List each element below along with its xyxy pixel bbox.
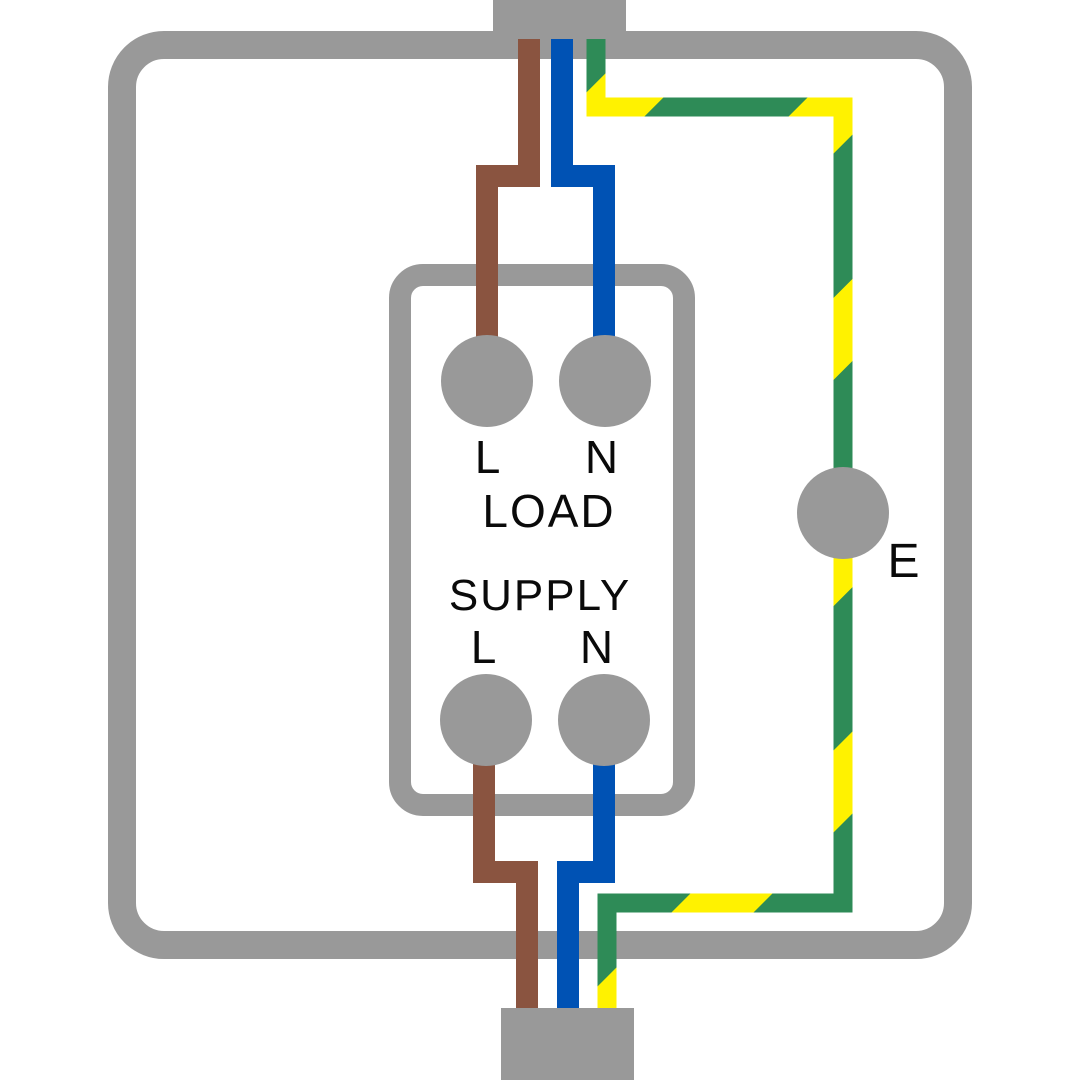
terminal-supply-live (440, 674, 532, 766)
load-neutral-label: N (584, 431, 620, 483)
supply-neutral-label: N (579, 621, 615, 673)
live-wire-supply (473, 716, 538, 1008)
cable-entry-bottom (501, 1008, 634, 1080)
earth-label: E (887, 535, 921, 588)
neutral-wire-supply (557, 716, 615, 1008)
cable-entry-top (493, 0, 626, 39)
terminal-load-neutral (559, 335, 651, 427)
terminal-earth (797, 467, 889, 559)
terminal-load-live (441, 335, 533, 427)
supply-title: SUPPLY (448, 571, 632, 620)
terminal-supply-neutral (558, 674, 650, 766)
terminal-block (389, 264, 695, 816)
load-title: LOAD (482, 485, 616, 537)
neutral-wire-load (551, 38, 615, 345)
load-live-label: L (474, 431, 502, 483)
live-wire-load (476, 38, 540, 345)
supply-live-label: L (470, 621, 498, 673)
